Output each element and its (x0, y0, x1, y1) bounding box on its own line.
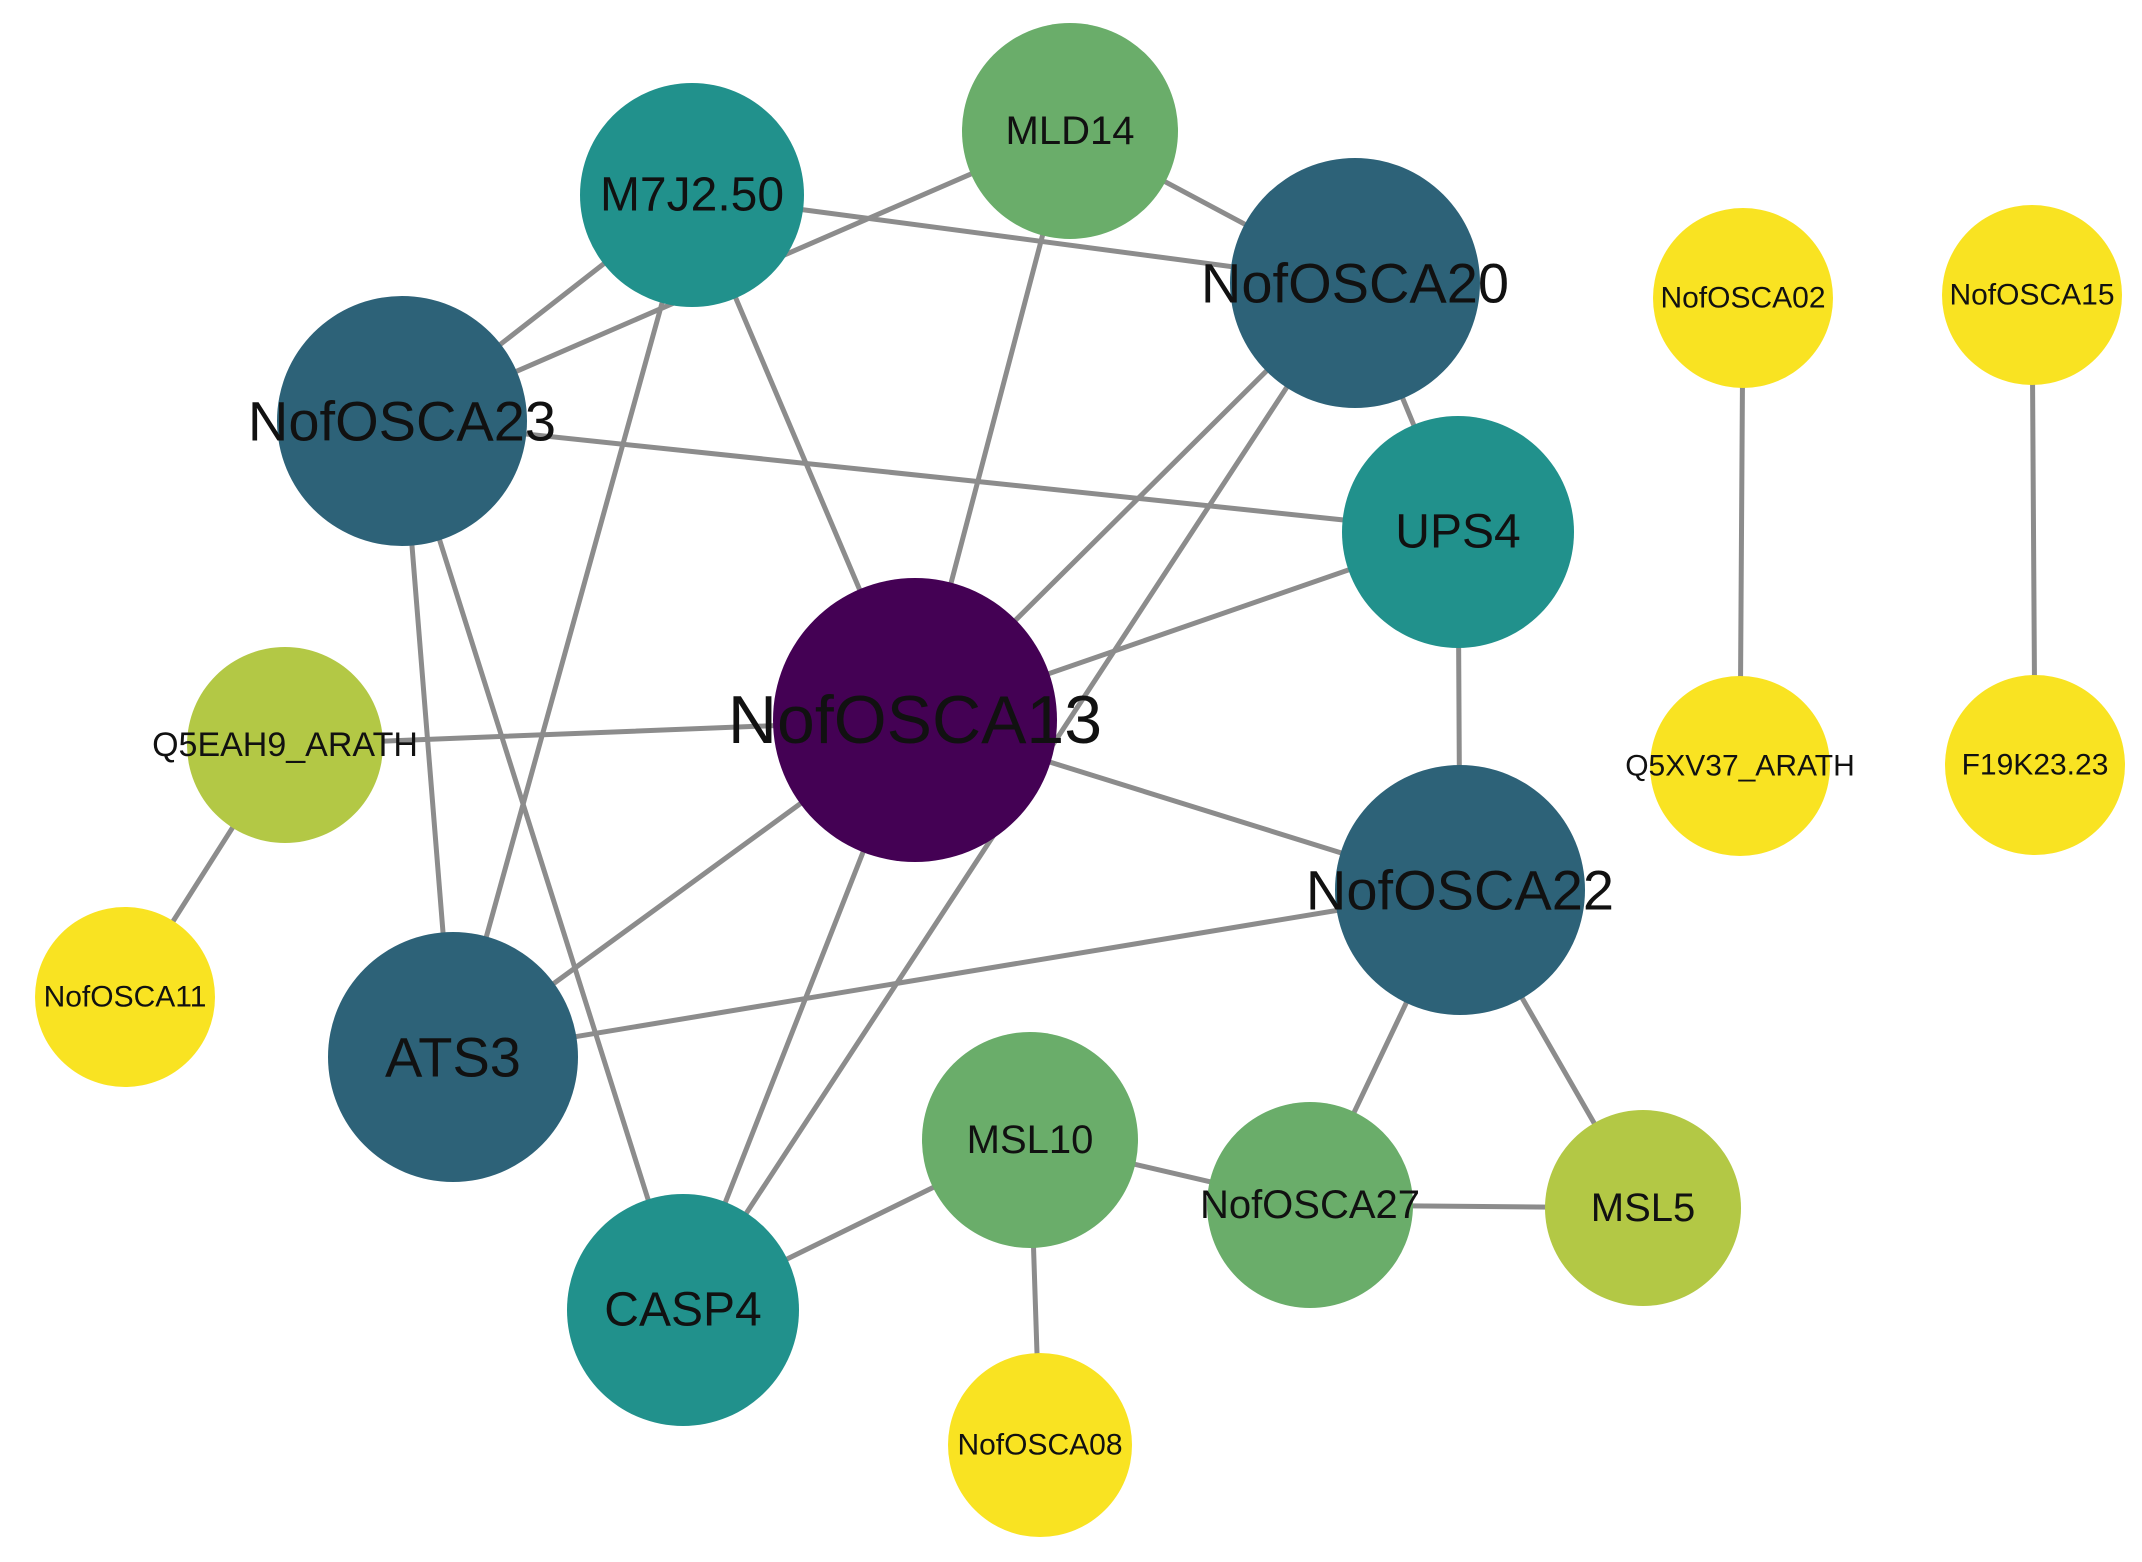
node-circle-msl5[interactable] (1545, 1110, 1741, 1306)
node-label-casp4: CASP4 (604, 1284, 761, 1337)
node-nofosca11[interactable]: NofOSCA11 (35, 907, 215, 1087)
node-ats3[interactable]: ATS3 (328, 932, 578, 1182)
node-f19k23-23[interactable]: F19K23.23 (1945, 675, 2125, 855)
node-circle-nofosca23[interactable] (277, 296, 527, 546)
edge-nofosca22-to-ats3 (450, 887, 1463, 1060)
node-msl10[interactable]: MSL10 (922, 1032, 1138, 1248)
node-circle-nofosca20[interactable] (1230, 158, 1480, 408)
node-label-nofosca15: NofOSCA15 (1949, 279, 2114, 312)
node-label-msl10: MSL10 (967, 1118, 1094, 1162)
edge-m7j2-50-to-ats3 (450, 192, 695, 1060)
node-circle-msl10[interactable] (922, 1032, 1138, 1248)
node-label-q5xv37-arath: Q5XV37_ARATH (1625, 750, 1855, 783)
node-nofosca15[interactable]: NofOSCA15 (1942, 205, 2122, 385)
node-nofosca13[interactable]: NofOSCA13 (728, 578, 1102, 862)
node-circle-mld14[interactable] (962, 23, 1178, 239)
node-label-nofosca23: NofOSCA23 (248, 390, 556, 453)
node-m7j2-50[interactable]: M7J2.50 (580, 83, 804, 307)
node-circle-ups4[interactable] (1342, 416, 1574, 648)
node-layer: NofOSCA13 M7J2.50 MLD14NofOSCA20NofOSCA23U… (35, 23, 2125, 1537)
node-circle-m7j2-50[interactable] (580, 83, 804, 307)
node-mld14[interactable]: MLD14 (962, 23, 1178, 239)
node-circle-casp4[interactable] (567, 1194, 799, 1426)
node-label-ats3: ATS3 (385, 1026, 521, 1089)
node-label-nofosca13: NofOSCA13 (728, 682, 1102, 758)
node-circle-nofosca27[interactable] (1207, 1102, 1413, 1308)
node-label-m7j2-50: M7J2.50 (600, 169, 784, 222)
node-circle-q5xv37-arath[interactable] (1650, 676, 1830, 856)
node-label-nofosca20: NofOSCA20 (1201, 252, 1509, 315)
node-nofosca22[interactable]: NofOSCA22 (1306, 765, 1614, 1015)
node-circle-nofosca22[interactable] (1335, 765, 1585, 1015)
node-label-q5eah9-arath: Q5EAH9_ARATH (152, 726, 418, 764)
node-label-nofosca11: NofOSCA11 (44, 981, 207, 1014)
node-circle-q5eah9-arath[interactable] (187, 647, 383, 843)
node-nofosca27[interactable]: NofOSCA27 (1200, 1102, 1420, 1308)
node-circle-nofosca15[interactable] (1942, 205, 2122, 385)
node-msl5[interactable]: MSL5 (1545, 1110, 1741, 1306)
edge-nofosca23-to-casp4 (399, 418, 686, 1313)
node-nofosca20[interactable]: NofOSCA20 (1201, 158, 1509, 408)
node-label-nofosca22: NofOSCA22 (1306, 859, 1614, 922)
node-label-ups4: UPS4 (1395, 506, 1520, 559)
node-circle-ats3[interactable] (328, 932, 578, 1182)
node-label-nofosca08: NofOSCA08 (957, 1429, 1122, 1462)
node-nofosca23[interactable]: NofOSCA23 (248, 296, 556, 546)
node-circle-nofosca11[interactable] (35, 907, 215, 1087)
node-circle-nofosca13[interactable] (773, 578, 1057, 862)
node-nofosca08[interactable]: NofOSCA08 (948, 1353, 1132, 1537)
node-casp4[interactable]: CASP4 (567, 1194, 799, 1426)
node-label-f19k23-23: F19K23.23 (1962, 749, 2109, 782)
edge-nofosca23-to-ups4 (399, 418, 1461, 535)
node-q5eah9-arath[interactable]: Q5EAH9_ARATH (152, 647, 418, 843)
node-label-nofosca27: NofOSCA27 (1200, 1183, 1420, 1227)
node-nofosca02[interactable]: NofOSCA02 (1653, 208, 1833, 388)
node-label-nofosca02: NofOSCA02 (1660, 282, 1825, 315)
node-circle-nofosca08[interactable] (948, 1353, 1132, 1537)
node-q5xv37-arath[interactable]: Q5XV37_ARATH (1625, 676, 1855, 856)
node-label-mld14: MLD14 (1006, 109, 1135, 153)
node-circle-nofosca02[interactable] (1653, 208, 1833, 388)
node-label-msl5: MSL5 (1591, 1186, 1696, 1230)
node-circle-f19k23-23[interactable] (1945, 675, 2125, 855)
node-ups4[interactable]: UPS4 (1342, 416, 1574, 648)
